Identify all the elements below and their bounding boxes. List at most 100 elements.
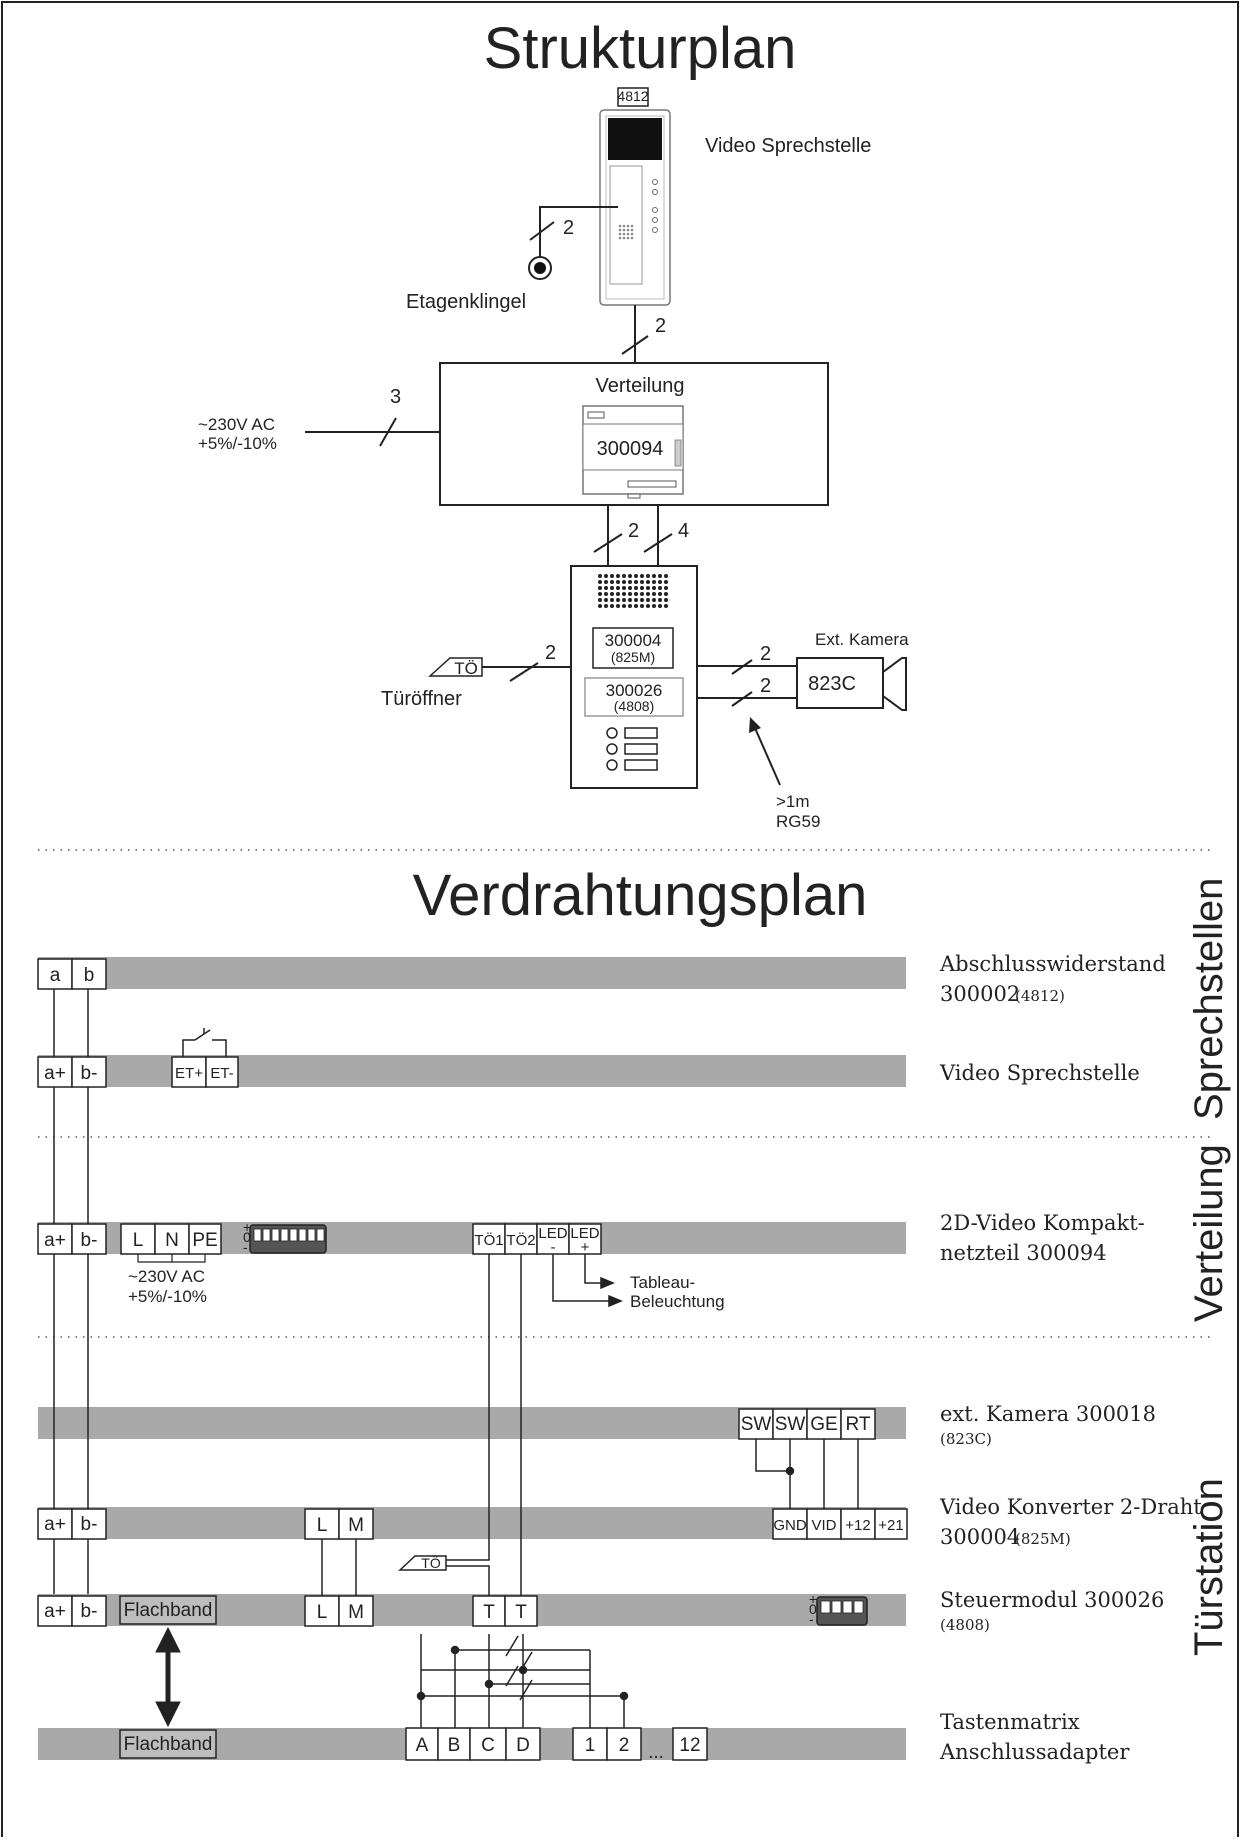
term-end-a: a (50, 965, 61, 986)
term-cam-rt: RT (846, 1414, 871, 1435)
camera-to-converter-wiring (755, 1439, 859, 1509)
term-psu-pe: PE (192, 1230, 217, 1251)
term-cm-l: L (317, 1602, 328, 1623)
camera-label: Ext. Kamera (815, 630, 909, 649)
key-matrix-label-2: Anschlussadapter (939, 1740, 1130, 1764)
term-psu-led-minus: LED (538, 1225, 567, 1242)
term-cam-sw1: SW (741, 1414, 772, 1435)
term-psu-to1: TÖ1 (474, 1231, 503, 1249)
term-vc-m: M (348, 1515, 364, 1536)
psu-label-1: 2D-Video Kompakt- (940, 1211, 1145, 1235)
door-opener-symbol (428, 657, 571, 682)
mains-voltage: ~230V AC (198, 415, 275, 434)
term-vc-a: a+ (44, 1514, 66, 1535)
term-cm-b: b- (81, 1601, 98, 1622)
end-resistor-number: 300002 (940, 982, 1020, 1006)
term-cm-m: M (348, 1602, 364, 1623)
bar-video-station (38, 1055, 906, 1087)
term-km-2: 2 (619, 1735, 630, 1756)
svg-text:0: 0 (243, 1229, 251, 1245)
ext-camera-model: (823C) (940, 1430, 992, 1448)
control-module-label: Steuermodul 300026 (940, 1588, 1164, 1612)
wiring-title: Verdrahtungsplan (413, 863, 868, 928)
key-matrix-label-1: Tastenmatrix (940, 1710, 1080, 1734)
term-vc-gnd: GND (773, 1517, 807, 1534)
tableau-wiring (552, 1254, 623, 1308)
call-buttons (606, 727, 658, 771)
wire-count-door-a: 2 (628, 520, 639, 542)
wire-count-intercom: 2 (655, 315, 666, 337)
term-km-ellipsis: ... (648, 1742, 664, 1763)
psu-mains-tolerance: +5%/-10% (128, 1287, 207, 1306)
term-cm-a: a+ (44, 1601, 66, 1622)
term-vc-l: L (317, 1515, 328, 1536)
term-km-b: B (448, 1735, 461, 1756)
term-psu-b: b- (81, 1230, 98, 1251)
term-vs-a: a+ (44, 1063, 66, 1084)
bell-switch-symbol (182, 1028, 227, 1057)
module-1-model: (825M) (611, 649, 655, 665)
section-label-verteilung: Verteilung (1187, 1144, 1231, 1322)
psu-mains-voltage: ~230V AC (128, 1267, 205, 1286)
flachband-km: Flachband (124, 1734, 213, 1755)
dip-switch-cm: + 0 - (809, 1591, 868, 1627)
ext-camera-label: ext. Kamera 300018 (940, 1402, 1156, 1426)
door-station-device (570, 565, 698, 789)
wire-count-camera-a: 2 (760, 643, 771, 665)
term-cm-t2: T (515, 1602, 527, 1623)
bar-video-converter (38, 1507, 906, 1539)
svg-text:+: + (243, 1219, 251, 1235)
psu-number: 300094 (597, 438, 664, 460)
term-km-c: C (481, 1735, 495, 1756)
term-vs-b: b- (81, 1063, 98, 1084)
wire-count-bell: 2 (563, 217, 574, 239)
term-vs-et-plus: ET+ (175, 1065, 203, 1082)
svg-text:-: - (809, 1611, 814, 1627)
term-psu-n: N (165, 1230, 179, 1251)
video-converter-model: (825M) (1015, 1530, 1071, 1548)
term-vc-b: b- (81, 1514, 98, 1535)
svg-text:-: - (243, 1239, 248, 1255)
cable-type: RG59 (776, 812, 820, 831)
door-opener-label: Türöffner (381, 688, 462, 710)
structure-title: Strukturplan (484, 16, 797, 81)
module-2-number: 300026 (606, 681, 663, 700)
term-psu-l: L (133, 1230, 144, 1251)
term-psu-led-plus-sign: + (581, 1239, 590, 1256)
psu-label-2: netzteil 300094 (940, 1241, 1107, 1265)
flachband-connection-arrow (155, 1626, 181, 1728)
flachband-cm: Flachband (124, 1600, 213, 1621)
tableau-label-2: Beleuchtung (630, 1292, 725, 1311)
wire-count-door-b: 4 (678, 520, 689, 542)
term-psu-led-minus-sign: - (551, 1239, 556, 1256)
bar-end-resistor (38, 957, 906, 989)
wire-count-mains: 3 (390, 386, 401, 408)
term-cam-sw2: SW (775, 1414, 806, 1435)
floor-bell-label: Etagenklingel (406, 291, 526, 313)
term-psu-to2: TÖ2 (506, 1231, 535, 1249)
door-opener-wiring-symbol: TÖ (421, 1554, 441, 1571)
term-km-1: 1 (585, 1735, 596, 1756)
video-intercom-device: 4812 (599, 87, 671, 306)
term-cm-t1: T (483, 1602, 495, 1623)
dip-switch-psu: + 0 - (243, 1219, 327, 1255)
intercom-model-label: 4812 (617, 88, 648, 104)
end-resistor-model: (4812) (1015, 987, 1065, 1005)
video-converter-label: Video Konverter 2-Draht (939, 1495, 1202, 1519)
intercom-screen (608, 118, 662, 160)
section-label-tuerstation: Türstation (1187, 1478, 1231, 1656)
term-km-d: D (516, 1735, 530, 1756)
wire-count-camera-b: 2 (760, 675, 771, 697)
speaker-grill (598, 574, 668, 608)
floor-bell-wiring (528, 206, 618, 280)
psu-device (582, 405, 684, 499)
term-vs-et-minus: ET- (210, 1065, 233, 1082)
term-vc-21: +21 (878, 1517, 903, 1534)
wire-count-door-opener: 2 (545, 642, 556, 664)
door-opener-symbol-text: TÖ (454, 659, 478, 678)
key-matrix-wiring (416, 1634, 629, 1730)
mains-tolerance: +5%/-10% (198, 434, 277, 453)
